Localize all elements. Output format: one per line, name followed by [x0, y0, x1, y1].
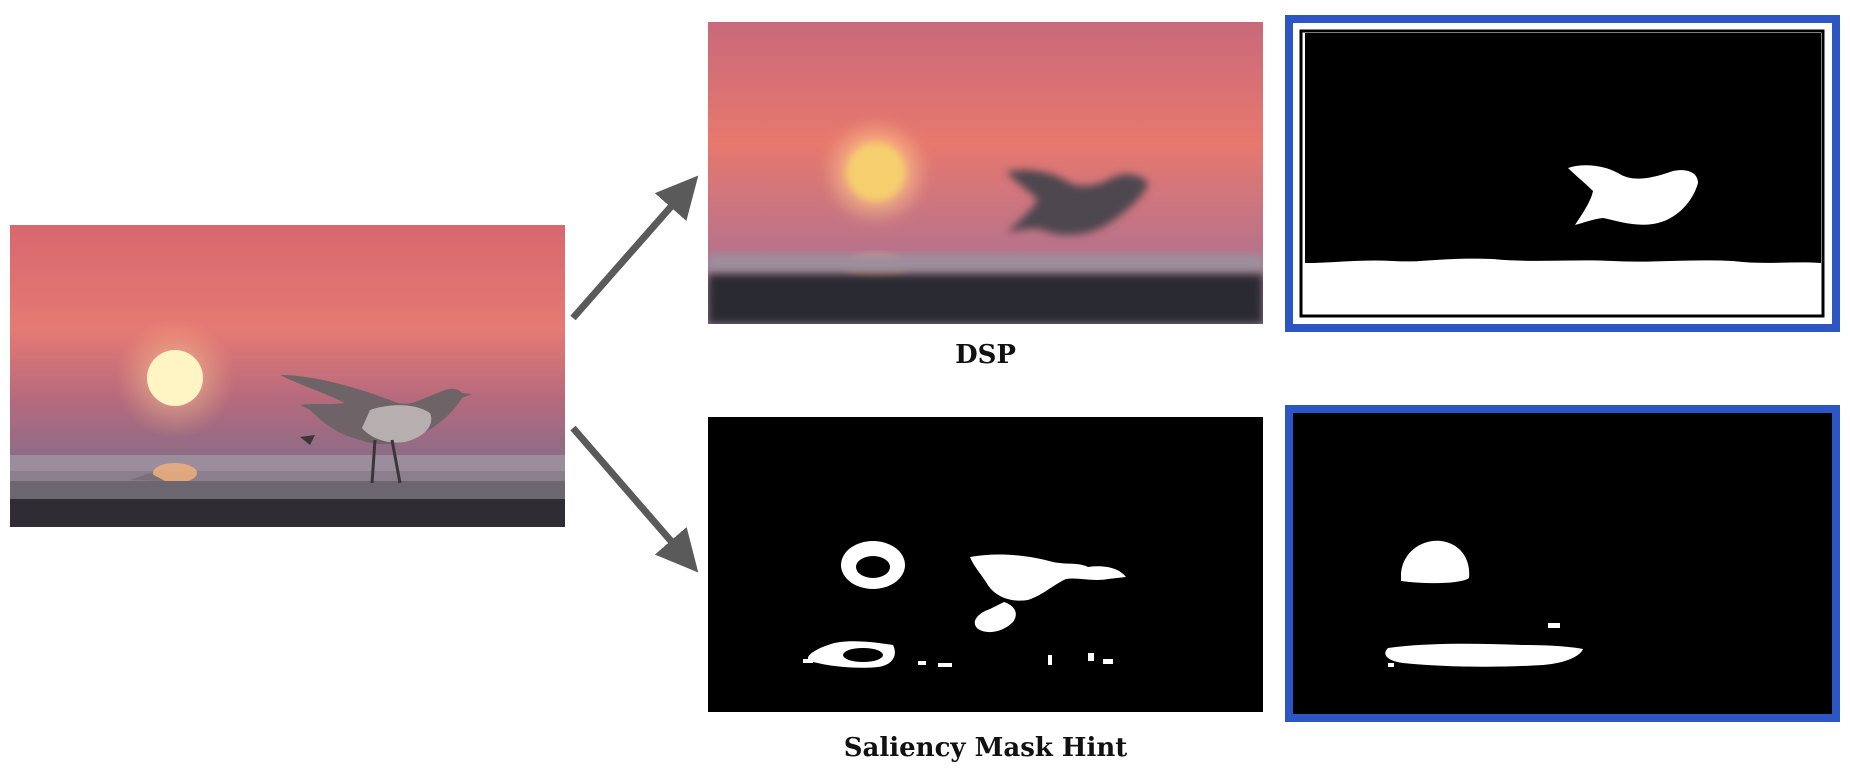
arrow-to-bottom	[570, 425, 699, 573]
input-photo	[10, 225, 565, 527]
refined-mask-panel	[1285, 405, 1840, 722]
caption-dsp: DSP	[955, 340, 1016, 370]
saliency-hint-mask	[708, 417, 1263, 712]
blurred-photo	[708, 22, 1263, 324]
dsp-mask-panel	[1285, 15, 1840, 332]
arrow-to-top	[570, 175, 699, 321]
caption-saliency-mask-hint: Saliency Mask Hint	[843, 733, 1128, 763]
